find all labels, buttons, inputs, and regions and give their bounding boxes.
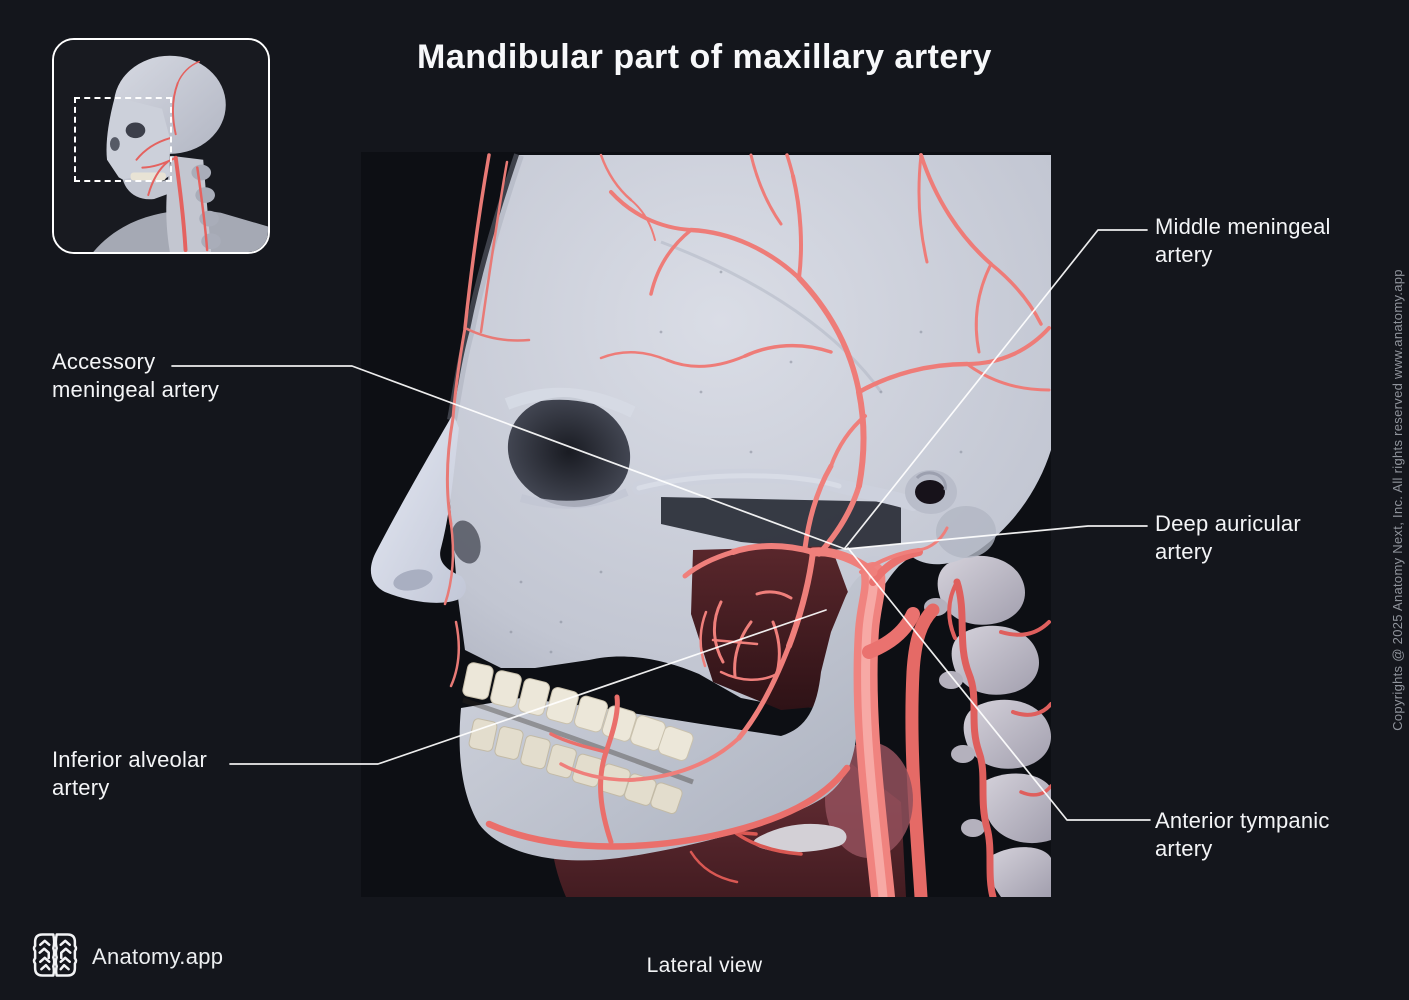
- label-deep-auricular-artery: Deep auricular artery: [1155, 510, 1301, 566]
- label-line: Accessory: [52, 349, 156, 374]
- page-title: Mandibular part of maxillary artery: [417, 38, 992, 76]
- label-line: artery: [1155, 836, 1213, 861]
- label-line: meningeal artery: [52, 377, 220, 402]
- label-inferior-alveolar-artery: Inferior alveolar artery: [52, 746, 207, 802]
- label-line: Anterior tympanic: [1155, 808, 1330, 833]
- overview-skull-image: [54, 40, 268, 252]
- label-line: artery: [1155, 242, 1213, 267]
- overview-thumbnail: [52, 38, 270, 254]
- label-accessory-meningeal-artery: Accessory meningeal artery: [52, 348, 219, 404]
- brand-name: Anatomy.app: [92, 944, 224, 969]
- skull-lateral-render: [361, 152, 1051, 897]
- brain-icon: [32, 933, 78, 977]
- main-render: [361, 152, 1051, 897]
- label-line: Middle meningeal: [1155, 214, 1331, 239]
- label-line: artery: [1155, 539, 1213, 564]
- label-line: Inferior alveolar: [52, 747, 208, 772]
- label-line: artery: [52, 775, 110, 800]
- label-line: Deep auricular: [1155, 511, 1301, 536]
- view-label: Lateral view: [646, 954, 763, 977]
- label-anterior-tympanic-artery: Anterior tympanic artery: [1155, 807, 1330, 863]
- label-middle-meningeal-artery: Middle meningeal artery: [1155, 213, 1331, 269]
- copyright-text: Copyrights @ 2025 Anatomy Next, Inc. All…: [1390, 269, 1405, 731]
- roi-rectangle: [74, 97, 172, 182]
